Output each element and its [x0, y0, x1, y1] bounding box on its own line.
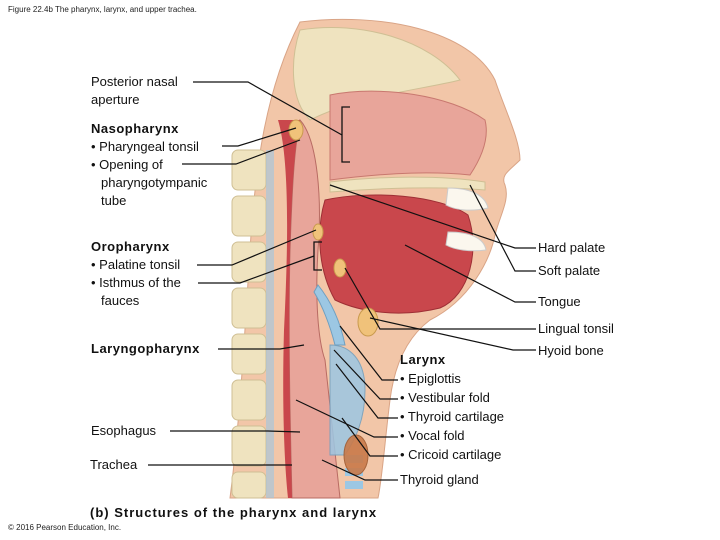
- teeth: [445, 187, 489, 211]
- oropharynx-item: • Isthmus of the: [91, 275, 181, 290]
- label-lingual-tonsil: Lingual tonsil: [538, 321, 614, 336]
- nasopharynx-item: tube: [101, 193, 127, 208]
- palatine-tonsil: [312, 223, 324, 241]
- larynx-item: • Cricoid cartilage: [400, 447, 502, 462]
- label-oropharynx: Oropharynx • Palatine tonsil • Isthmus o…: [91, 238, 181, 310]
- copyright: © 2016 Pearson Education, Inc.: [8, 523, 122, 532]
- label-line: aperture: [91, 92, 140, 107]
- label-hard-palate: Hard palate: [538, 240, 606, 255]
- larynx-item: • Epiglottis: [400, 371, 461, 386]
- larynx-item: • Vestibular fold: [400, 390, 490, 405]
- label-larynx: Larynx • Epiglottis • Vestibular fold • …: [400, 351, 504, 464]
- larynx-item: • Vocal fold: [400, 428, 465, 443]
- pharynx-airway: [288, 118, 341, 499]
- hard-palate: [329, 176, 486, 193]
- label-line: Posterior nasal: [91, 74, 178, 89]
- laryngopharynx-heading: Laryngopharynx: [91, 341, 200, 356]
- label-esophagus: Esophagus: [91, 423, 157, 438]
- oropharynx-item: fauces: [101, 293, 140, 308]
- label-hyoid-bone: Hyoid bone: [538, 343, 604, 358]
- leader-lines: [148, 81, 536, 481]
- epiglottis: [313, 284, 346, 346]
- vertebral-column: [231, 149, 274, 499]
- lingual-tonsil: [333, 258, 347, 278]
- label-posterior-nasal-aperture: Posterior nasal aperture: [91, 73, 178, 109]
- pharyngeal-wall: [278, 120, 300, 498]
- larynx-item: • Thyroid cartilage: [400, 409, 505, 424]
- figure-title: Figure 22.4b The pharynx, larynx, and up…: [8, 5, 197, 14]
- label-tongue: Tongue: [538, 294, 581, 309]
- nasal-cavity: [329, 90, 487, 181]
- hyoid-bone: [357, 307, 379, 337]
- label-trachea: Trachea: [90, 457, 138, 472]
- nasopharynx-item: pharyngotympanic: [101, 175, 208, 190]
- lower-teeth: [445, 231, 487, 252]
- thyroid-gland: [343, 434, 369, 476]
- label-nasopharynx: Nasopharynx • Pharyngeal tonsil • Openin…: [91, 120, 207, 210]
- tongue: [319, 194, 474, 314]
- nasopharynx-item: • Opening of: [91, 157, 163, 172]
- figure-caption: (b) Structures of the pharynx and larynx: [90, 505, 378, 520]
- oropharynx-heading: Oropharynx: [91, 239, 170, 254]
- label-laryngopharynx: Laryngopharynx: [91, 340, 200, 358]
- larynx-heading: Larynx: [400, 352, 446, 367]
- label-thyroid-gland: Thyroid gland: [400, 472, 479, 487]
- label-soft-palate: Soft palate: [538, 263, 601, 278]
- nasopharynx-heading: Nasopharynx: [91, 121, 179, 136]
- nasopharynx-item: • Pharyngeal tonsil: [91, 139, 199, 154]
- oropharynx-item: • Palatine tonsil: [91, 257, 181, 272]
